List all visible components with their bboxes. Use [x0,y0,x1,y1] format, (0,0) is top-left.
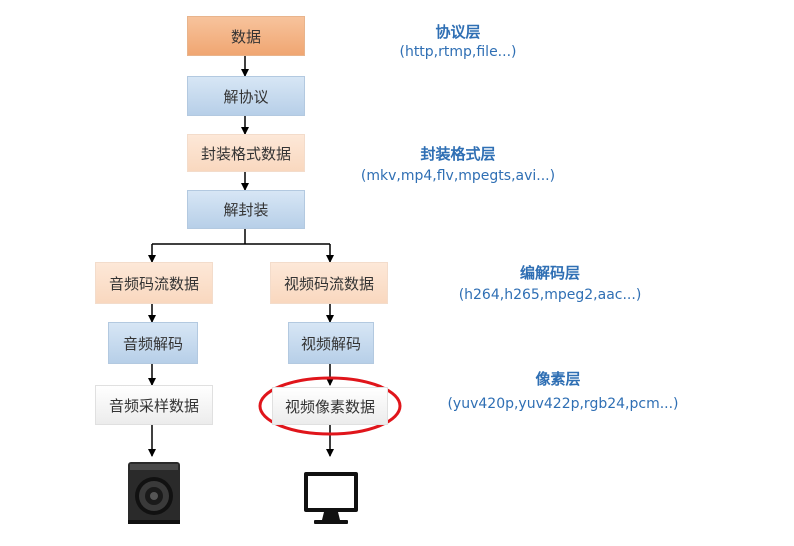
node-demux: 解封装 [187,190,305,229]
node-video-pixel: 视频像素数据 [272,387,388,425]
monitor-icon [304,472,358,524]
speaker-icon [128,462,180,524]
node-audio-stream: 音频码流数据 [95,262,213,304]
layer-pixel-title: 像素层 [535,370,581,388]
layer-codec-title: 编解码层 [519,264,580,282]
layer-protocol-title: 协议层 [435,23,481,41]
layer-pixel-examples: (yuv420p,yuv422p,rgb24,pcm...) [447,396,679,412]
node-data: 数据 [187,16,305,56]
node-video-stream: 视频码流数据 [270,262,388,304]
layer-container-examples: (mkv,mp4,flv,mpegts,avi...) [360,168,556,184]
node-audio-decode: 音频解码 [108,322,198,364]
layer-protocol-examples: (http,rtmp,file...) [399,44,517,60]
node-audio-sample: 音频采样数据 [95,385,213,425]
layer-container-title: 封装格式层 [420,145,496,163]
highlight-ellipse [258,376,402,436]
node-deprotocol: 解协议 [187,76,305,116]
layer-codec-examples: (h264,h265,mpeg2,aac...) [458,287,642,303]
node-video-decode: 视频解码 [288,322,374,364]
node-container-data: 封装格式数据 [187,134,305,172]
